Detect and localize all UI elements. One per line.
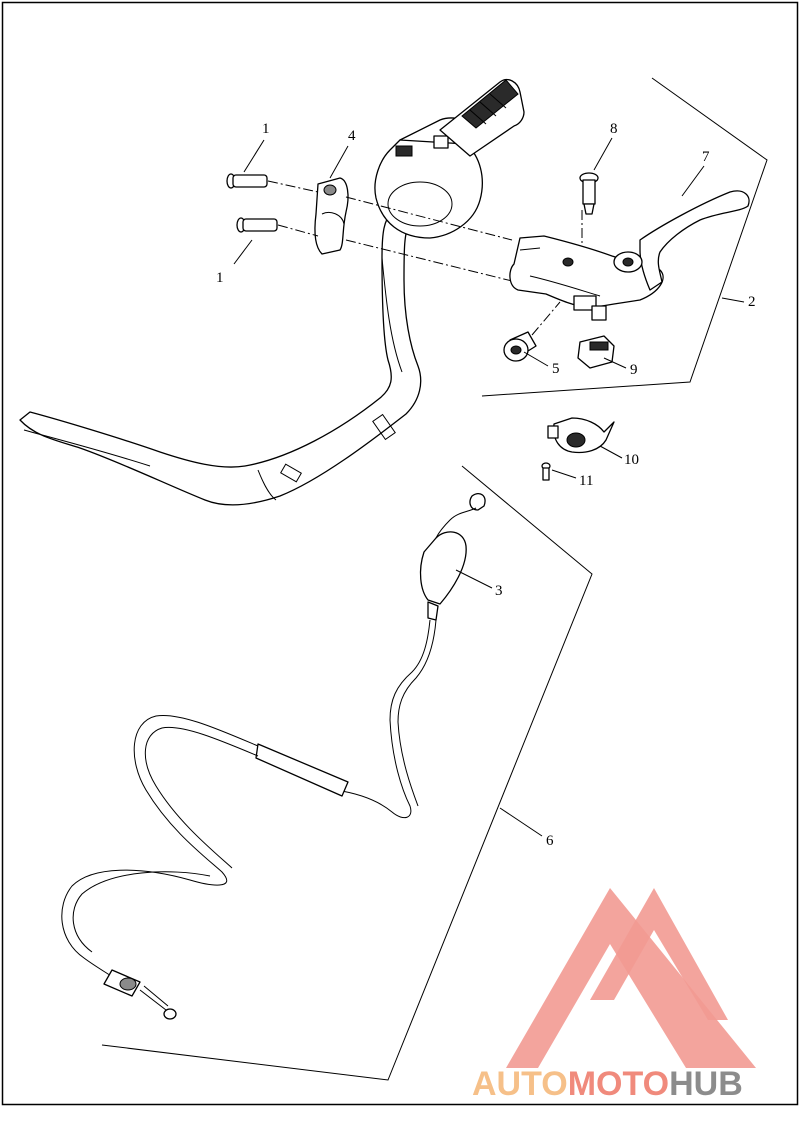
wordmark-moto: MOTO [568, 1065, 669, 1103]
screw-11 [541, 462, 551, 481]
switch-9 [577, 335, 615, 369]
clamp-4 [314, 177, 349, 255]
callout-3: 3 [495, 583, 503, 599]
callout-2: 2 [748, 294, 756, 310]
fitting-5 [503, 331, 537, 362]
callout-8: 8 [610, 121, 618, 137]
wordmark-auto: AUTO [472, 1065, 568, 1103]
group-bracket-6 [101, 465, 593, 1081]
callout-4: 4 [348, 128, 356, 144]
svg-text:AUTOMOTOHUB: AUTOMOTOHUB [472, 1065, 743, 1103]
screw-8 [579, 172, 599, 215]
callout-7: 7 [702, 149, 710, 165]
assembly-lines [267, 180, 583, 336]
housing-10 [547, 417, 615, 454]
bolt-1-lower [236, 217, 278, 233]
switch-housing-grip [374, 78, 525, 239]
callout-9: 9 [630, 362, 638, 378]
wordmark-hub: HUB [669, 1065, 743, 1103]
group-bracket-2 [481, 77, 768, 397]
master-cylinder-lever [509, 190, 750, 321]
bolt-1-upper [226, 173, 268, 189]
callouts: 1 1 2 3 4 5 6 7 8 9 10 11 [216, 121, 756, 849]
callout-10: 10 [624, 452, 639, 468]
automotohub-wordmark: AUTOMOTOHUB [472, 1065, 743, 1103]
callout-6: 6 [546, 833, 554, 849]
cable-6 [61, 492, 486, 1020]
callout-1-upper: 1 [262, 121, 270, 137]
callout-5: 5 [552, 361, 560, 377]
callout-1-lower: 1 [216, 270, 224, 286]
automotohub-logo [506, 888, 756, 1068]
callout-11: 11 [579, 473, 593, 489]
handlebar [19, 211, 422, 506]
diagram-border [1, 1, 799, 1106]
leader-lines [233, 137, 745, 837]
